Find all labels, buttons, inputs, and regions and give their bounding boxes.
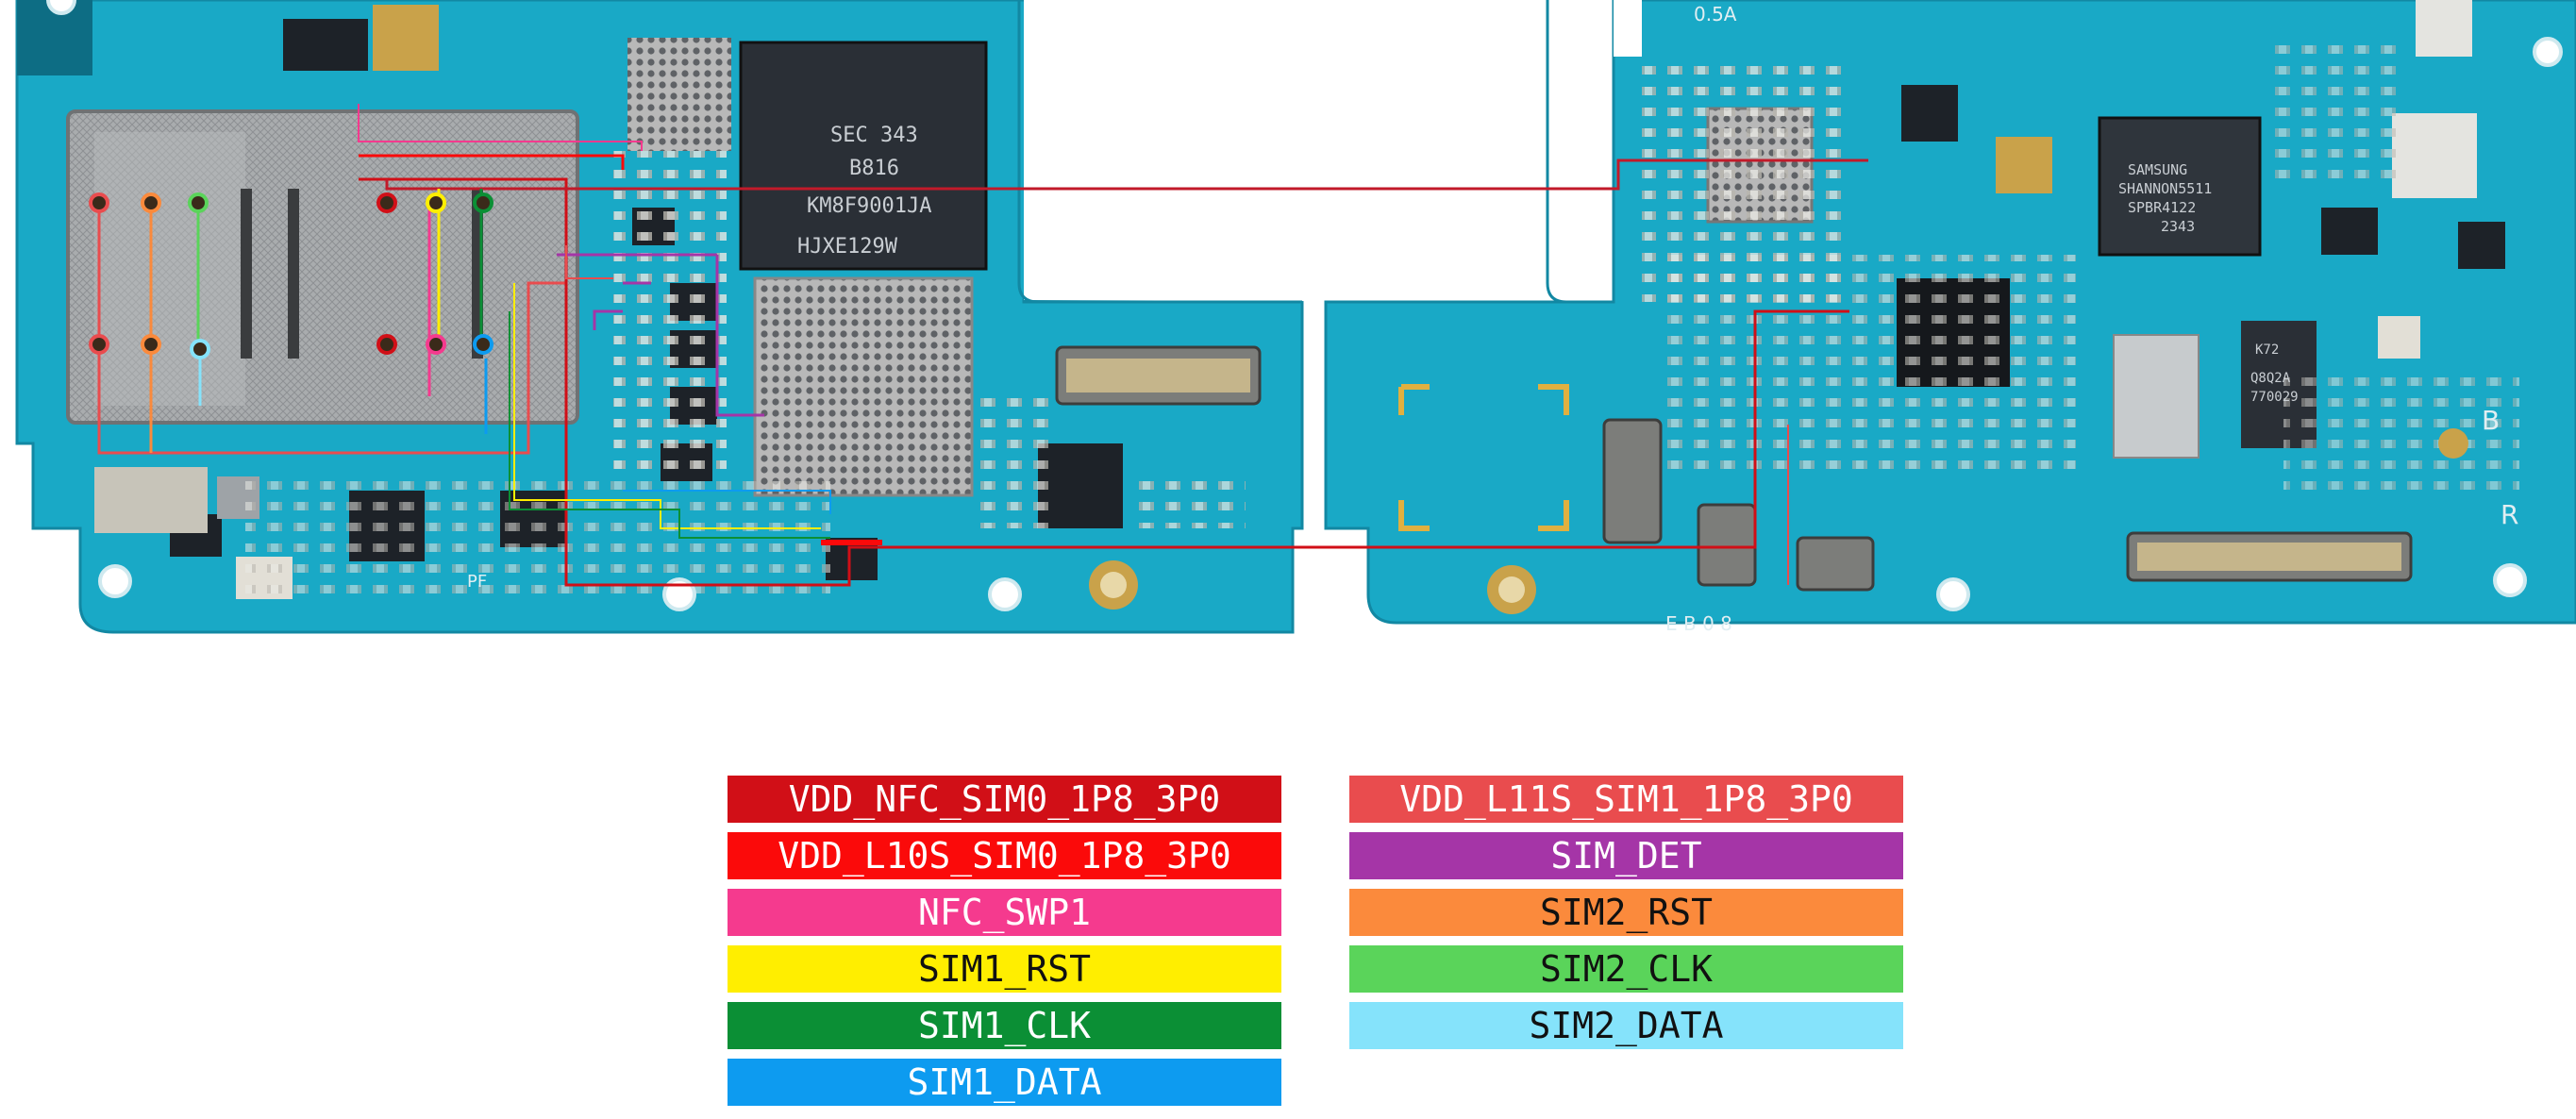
silk-label-pf: PF — [467, 572, 487, 592]
legend-left-column: VDD_NFC_SIM0_1P8_3P0 VDD_L10S_SIM0_1P8_3… — [728, 776, 1281, 1115]
chip-label-hjxe129w: HJXE129W — [797, 235, 898, 259]
legend-item-nfc-swp1: NFC_SWP1 — [728, 889, 1281, 936]
memory-chip — [739, 41, 988, 271]
chip-label-spbr4122: SPBR4122 — [2128, 199, 2196, 216]
chip-label-k72: K72 — [2255, 342, 2279, 358]
chip-label-q8q2a: Q8Q2A — [2250, 371, 2291, 386]
silk-label-eb08: E B 0 8 — [1665, 612, 1732, 635]
legend-item-sim1-clk: SIM1_CLK — [728, 1002, 1281, 1049]
silk-label-b: B — [2482, 405, 2500, 436]
chip-label-770029: 770029 — [2250, 390, 2299, 405]
right-board — [1324, 0, 2576, 625]
silk-label-r: R — [2501, 499, 2518, 530]
legend-item-vdd-l10s-sim0: VDD_L10S_SIM0_1P8_3P0 — [728, 832, 1281, 879]
legend-item-sim2-clk: SIM2_CLK — [1349, 945, 1903, 993]
chip-label-samsung: SAMSUNG — [2128, 161, 2187, 178]
chip-label-sec343: SEC 343 — [830, 124, 918, 147]
application-processor-bga — [753, 276, 974, 497]
modem-chip — [2098, 116, 2262, 257]
chip-label-km8f9001ja: KM8F9001JA — [807, 194, 931, 218]
chip-label-2343: 2343 — [2161, 218, 2195, 235]
legend-item-vdd-nfc-sim0: VDD_NFC_SIM0_1P8_3P0 — [728, 776, 1281, 823]
chip-label-b816: B816 — [849, 157, 899, 180]
legend-item-vdd-l11s-sim1: VDD_L11S_SIM1_1P8_3P0 — [1349, 776, 1903, 823]
legend-item-sim2-rst: SIM2_RST — [1349, 889, 1903, 936]
sim-contact-points — [89, 192, 493, 359]
legend-item-sim2-data: SIM2_DATA — [1349, 1002, 1903, 1049]
pcb-board-view: SEC 343 B816 KM8F9001JA HJXE129W SAMSUNG… — [15, 0, 2576, 635]
legend-item-sim1-data: SIM1_DATA — [728, 1059, 1281, 1106]
signal-traces — [97, 104, 1868, 587]
chip-label-shannon5511: SHANNON5511 — [2118, 180, 2212, 197]
silk-label-05a: 0.5A — [1694, 3, 1737, 25]
legend-item-sim-det: SIM_DET — [1349, 832, 1903, 879]
legend-right-column: VDD_L11S_SIM1_1P8_3P0 SIM_DET SIM2_RST S… — [1349, 776, 1903, 1059]
legend-item-sim1-rst: SIM1_RST — [728, 945, 1281, 993]
